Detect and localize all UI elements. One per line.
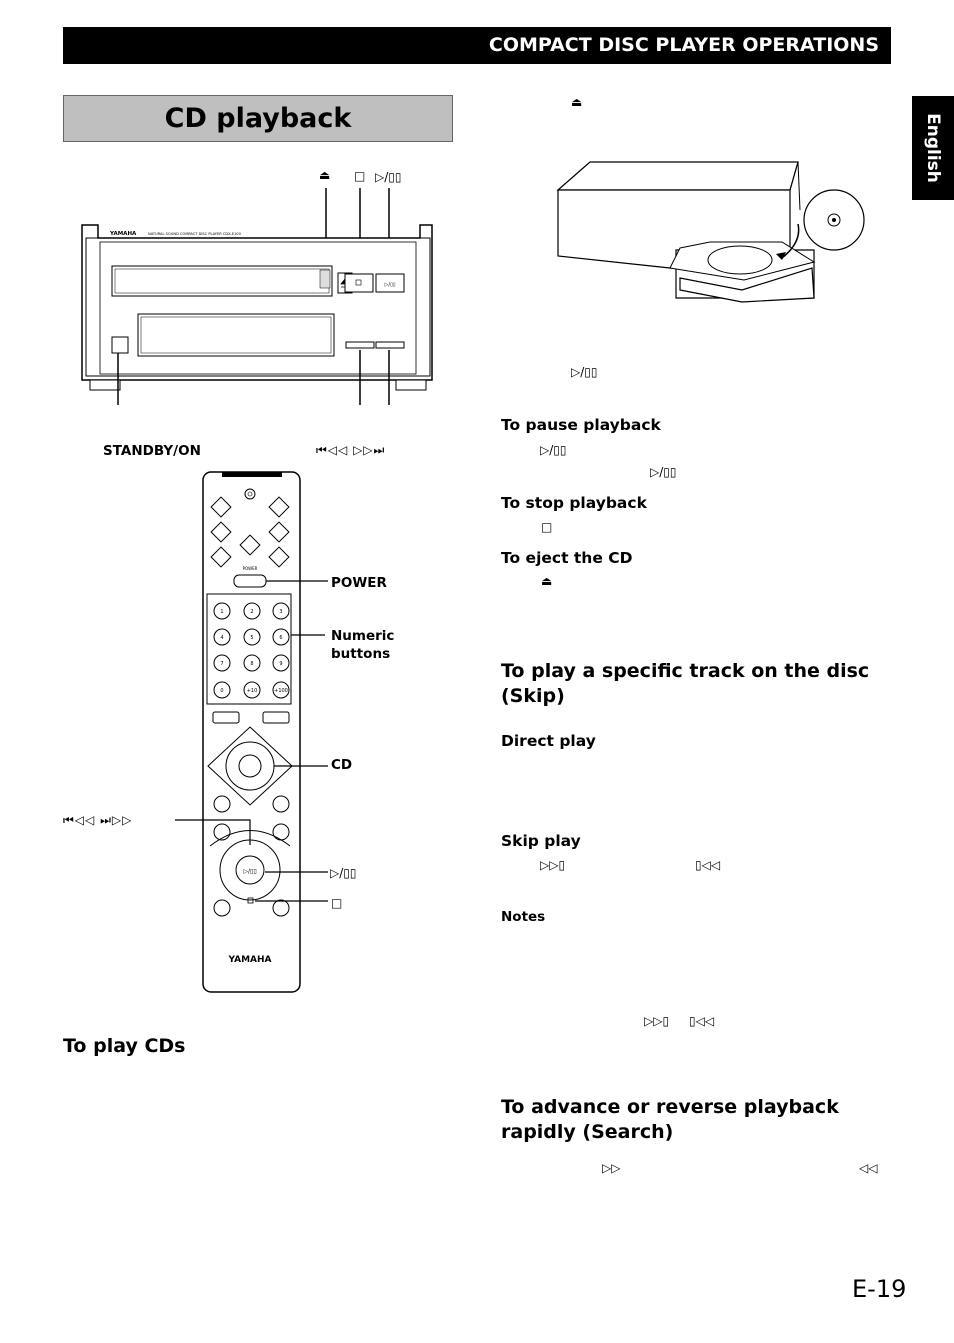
svg-text:+10: +10 — [247, 688, 258, 694]
eject-symbol-step: ⏏ — [571, 95, 583, 109]
to-play-cds-heading: To play CDs — [63, 1035, 186, 1057]
to-pause-heading: To pause playback — [501, 416, 661, 434]
eject-symbol: ⏏ — [319, 168, 331, 182]
notes-skip-forward-symbol: ▷▷▯ — [644, 1014, 670, 1028]
skip-back-symbol: ▯◁◁ — [695, 858, 721, 872]
page-title: CD playback — [164, 103, 352, 134]
play-pause-symbol: ▷/▯▯ — [375, 170, 402, 184]
numeric-keypad — [213, 602, 290, 699]
page-number: E-19 — [852, 1275, 907, 1303]
numeric-label-line1: Numeric — [331, 628, 395, 644]
search-heading-line2: rapidly (Search) — [501, 1121, 674, 1143]
skip-heading-line1: To play a specific track on the disc — [501, 660, 870, 682]
stop-symbol: □ — [354, 169, 366, 183]
svg-text:+100: +100 — [274, 688, 288, 694]
front-panel-model: NATURAL SOUND COMPACT DISC PLAYER CDX-E1… — [148, 232, 242, 236]
pause-symbol-1: ▷/▯▯ — [540, 443, 567, 457]
front-panel-illustration: ▷/▯▯ YAMAHA NATURAL SOUND COMPACT DISC P… — [81, 188, 433, 405]
stop-symbol-step: □ — [541, 520, 553, 534]
language-label: English — [923, 113, 943, 183]
svg-text:▷/▯▯: ▷/▯▯ — [384, 282, 395, 288]
skip-forward-symbol: ▷▷▯ — [540, 858, 566, 872]
direct-play-heading: Direct play — [501, 732, 596, 750]
svg-text:4: 4 — [220, 635, 223, 641]
eject-symbol-instruction: ⏏ — [541, 574, 553, 588]
cd-loading-illustration — [556, 161, 865, 303]
to-eject-heading: To eject the CD — [501, 549, 633, 567]
remote-power-key-label: POWER — [243, 566, 258, 571]
section-title: COMPACT DISC PLAYER OPERATIONS — [488, 34, 879, 56]
svg-text:0: 0 — [220, 688, 223, 694]
cd-label: CD — [331, 757, 353, 773]
remote-play-pause-symbol: ▷/▯▯ — [330, 866, 357, 880]
notes-skip-back-symbol: ▯◁◁ — [689, 1014, 715, 1028]
skip-play-heading: Skip play — [501, 832, 581, 850]
remote-brand: YAMAHA — [227, 955, 271, 965]
svg-text:6: 6 — [279, 635, 282, 641]
svg-text:8: 8 — [250, 661, 253, 667]
skip-search-symbols: ⏮◁◁ ▷▷⏭ — [316, 443, 386, 457]
svg-text:▷/▯▯: ▷/▯▯ — [243, 868, 256, 875]
to-stop-heading: To stop playback — [501, 494, 647, 512]
notes-heading: Notes — [501, 909, 546, 925]
numeric-label-line2: buttons — [331, 646, 391, 662]
front-panel-brand: YAMAHA — [109, 231, 137, 237]
svg-text:2: 2 — [250, 609, 253, 615]
svg-text:3: 3 — [279, 609, 282, 615]
standby-on-label: STANDBY/ON — [103, 443, 201, 459]
power-label: POWER — [331, 575, 387, 591]
svg-text:9: 9 — [279, 661, 282, 667]
remote-stop-symbol: □ — [331, 896, 343, 910]
search-forward-symbol: ▷▷ — [602, 1161, 621, 1175]
search-back-symbol: ◁◁ — [859, 1161, 878, 1175]
remote-skip-symbols: ⏮◁◁ ⏭▷▷ — [63, 813, 133, 827]
svg-text:7: 7 — [220, 661, 223, 667]
play-pause-symbol-step: ▷/▯▯ — [571, 365, 598, 379]
section-header-bar: COMPACT DISC PLAYER OPERATIONS — [63, 27, 891, 64]
svg-text:5: 5 — [250, 635, 253, 641]
remote-control-illustration: POWER 1 2 3 4 5 6 7 8 9 0 +10 +100 ▷/▯▯ YAMAHA — [175, 471, 328, 993]
page-title-box: CD playback — [63, 95, 453, 142]
svg-text:1: 1 — [220, 609, 223, 615]
search-heading-line1: To advance or reverse playback — [501, 1096, 839, 1118]
skip-heading-line2: (Skip) — [501, 685, 565, 707]
language-tab: English — [912, 96, 954, 200]
pause-symbol-2: ▷/▯▯ — [650, 465, 677, 479]
